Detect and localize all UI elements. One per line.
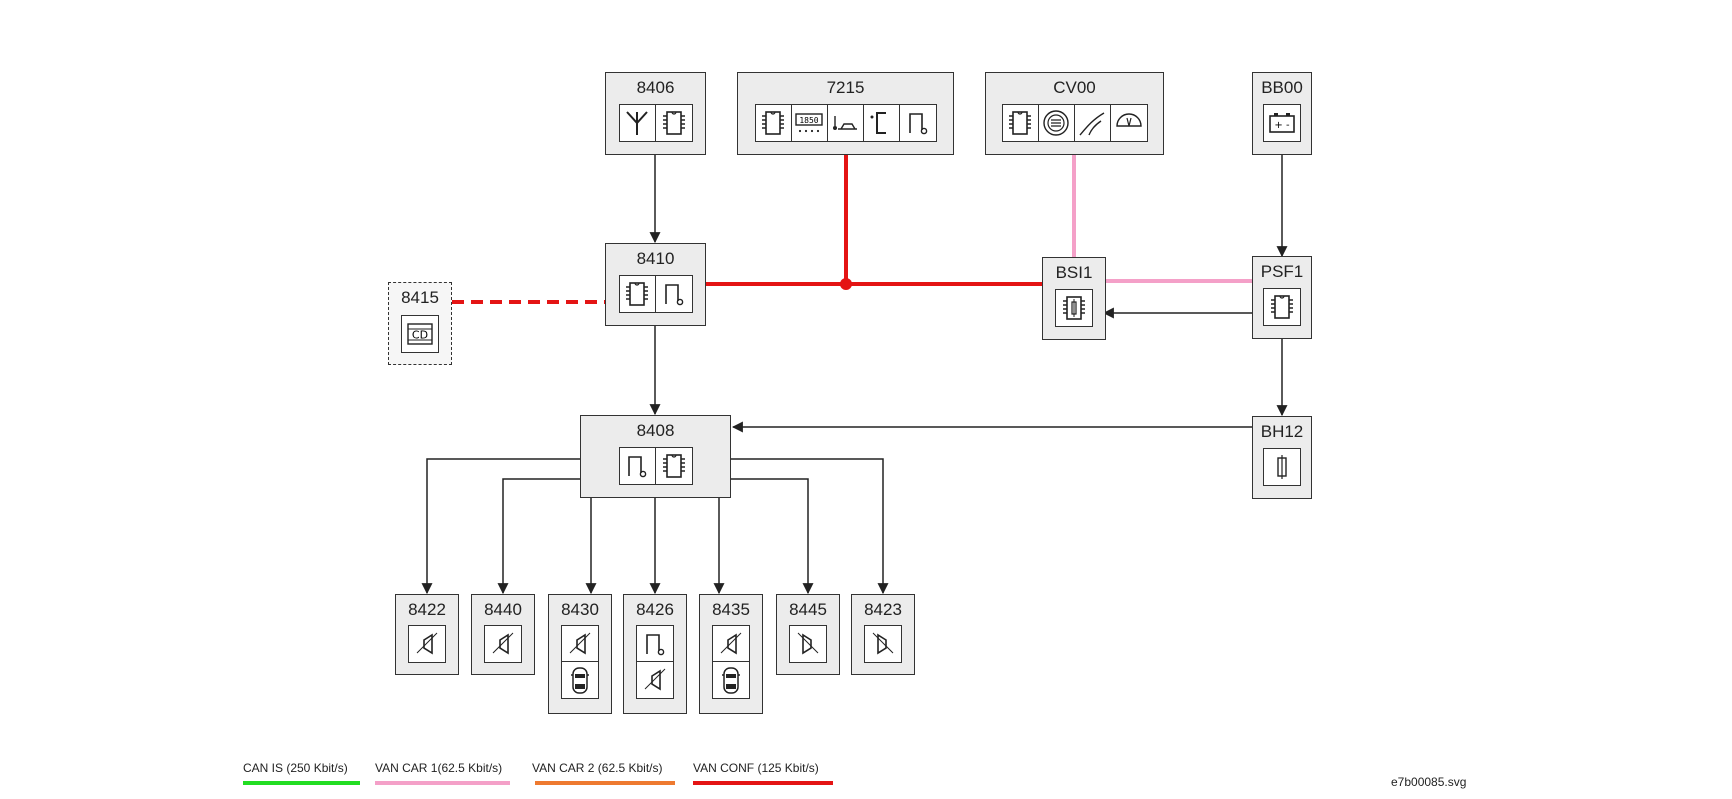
speaker-left-icon bbox=[409, 626, 445, 662]
wire-8408-8440 bbox=[497, 478, 580, 595]
module-8415[interactable]: 8415 CD bbox=[388, 282, 452, 365]
file-name: e7b00085.svg bbox=[1391, 775, 1467, 789]
battery-icon: + - bbox=[1264, 105, 1300, 141]
cd-label: CD bbox=[412, 329, 428, 342]
module-bb00-label: BB00 bbox=[1261, 78, 1303, 97]
module-8440-label: 8440 bbox=[484, 600, 522, 619]
ecu-chip-icon bbox=[656, 448, 692, 484]
module-7215-label: 7215 bbox=[826, 78, 865, 97]
speaker-right-icon bbox=[865, 626, 901, 662]
fuse-icon bbox=[1264, 449, 1300, 485]
module-8426[interactable]: 8426 bbox=[623, 594, 687, 714]
module-8410-label: 8410 bbox=[636, 249, 675, 268]
module-psf1-label: PSF1 bbox=[1260, 262, 1304, 281]
speaker-left-icon bbox=[562, 626, 598, 662]
ecu-chip-icon bbox=[620, 276, 656, 312]
module-8406-label: 8406 bbox=[636, 78, 675, 97]
module-8408-label: 8408 bbox=[636, 421, 675, 440]
antenna-icon bbox=[620, 105, 656, 141]
module-8408[interactable]: 8408 bbox=[580, 415, 731, 498]
module-8430-label: 8430 bbox=[561, 600, 599, 619]
car-top-view-icon bbox=[562, 662, 598, 698]
bsi-chip-fuse-icon bbox=[1056, 290, 1092, 326]
cd-changer-icon: CD bbox=[402, 316, 438, 352]
module-8410[interactable]: 8410 bbox=[605, 243, 706, 326]
speaker-right-icon bbox=[790, 626, 826, 662]
module-8440[interactable]: 8440 bbox=[471, 594, 535, 675]
van-conf-junction bbox=[840, 278, 852, 290]
module-bh12-label: BH12 bbox=[1260, 422, 1304, 441]
module-bsi1-label: BSI1 bbox=[1055, 263, 1093, 282]
module-bsi1[interactable]: BSI1 bbox=[1042, 257, 1106, 340]
music-note-icon bbox=[900, 105, 936, 141]
module-8422[interactable]: 8422 bbox=[395, 594, 459, 675]
legend-can-is-label: CAN IS (250 Kbit/s) bbox=[243, 761, 348, 775]
battery-polarity: + - bbox=[1274, 120, 1290, 131]
steering-switch-icon bbox=[1039, 105, 1075, 141]
module-bh12[interactable]: BH12 bbox=[1252, 416, 1312, 499]
module-8426-label: 8426 bbox=[636, 600, 674, 619]
module-cv00[interactable]: CV00 bbox=[985, 72, 1164, 155]
module-bb00[interactable]: BB00 + - bbox=[1252, 72, 1312, 155]
outside-temperature-car-icon bbox=[828, 105, 864, 141]
legend-van-conf-label: VAN CONF (125 Kbit/s) bbox=[693, 761, 819, 775]
car-top-view-icon bbox=[713, 662, 749, 698]
module-cv00-label: CV00 bbox=[1053, 78, 1096, 97]
module-8435-label: 8435 bbox=[712, 600, 750, 619]
ecu-chip-icon bbox=[756, 105, 792, 141]
module-psf1[interactable]: PSF1 bbox=[1252, 256, 1312, 339]
legend-van-car1-label: VAN CAR 1(62.5 Kbit/s) bbox=[375, 761, 503, 775]
legend-can-is-line bbox=[243, 781, 360, 785]
module-8430[interactable]: 8430 bbox=[548, 594, 612, 714]
wiper-lighting-stalk-icon bbox=[1075, 105, 1111, 141]
wire-8408-8445 bbox=[730, 478, 814, 595]
speaker-left-icon bbox=[485, 626, 521, 662]
ecu-chip-icon bbox=[1264, 289, 1300, 325]
door-open-icon bbox=[864, 105, 900, 141]
ecu-chip-icon bbox=[1003, 105, 1039, 141]
module-8423-label: 8423 bbox=[864, 600, 902, 619]
speaker-left-icon bbox=[637, 662, 673, 698]
module-8415-label: 8415 bbox=[401, 288, 439, 307]
ecu-chip-icon bbox=[656, 105, 692, 141]
module-8406[interactable]: 8406 bbox=[605, 72, 706, 155]
legend-van-conf-line bbox=[693, 781, 833, 785]
music-note-icon bbox=[620, 448, 656, 484]
display-readout: 1850 bbox=[799, 116, 818, 125]
module-8422-label: 8422 bbox=[408, 600, 446, 619]
module-8423[interactable]: 8423 bbox=[851, 594, 915, 675]
module-8445-label: 8445 bbox=[789, 600, 827, 619]
wire-8408-8422 bbox=[421, 458, 580, 595]
music-note-icon bbox=[656, 276, 692, 312]
steering-wheel-icon bbox=[1111, 105, 1147, 141]
legend-van-car2-label: VAN CAR 2 (62.5 Kbit/s) bbox=[532, 761, 663, 775]
display-screen-icon: 1850 bbox=[792, 105, 828, 141]
legend-van-car1-line bbox=[375, 781, 510, 785]
module-7215[interactable]: 7215 1850 bbox=[737, 72, 954, 155]
module-8445[interactable]: 8445 bbox=[776, 594, 840, 675]
speaker-left-icon bbox=[713, 626, 749, 662]
module-8435[interactable]: 8435 bbox=[699, 594, 763, 714]
wire-8408-8423 bbox=[730, 458, 889, 595]
music-note-icon bbox=[637, 626, 673, 662]
legend-van-car2-line bbox=[535, 781, 675, 785]
